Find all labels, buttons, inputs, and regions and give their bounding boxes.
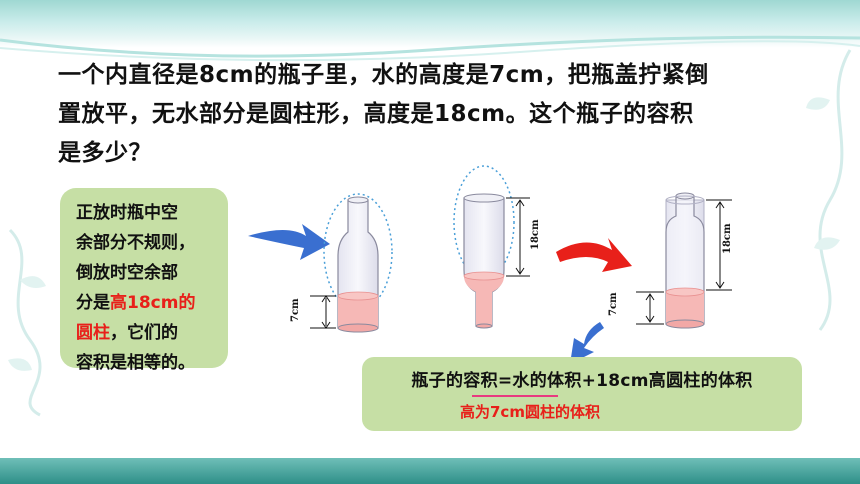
formula-sub: 高为7cm圆柱的体积 (460, 403, 600, 421)
note-line-4: 分是高18cm的 (76, 288, 222, 318)
blue-arrow-right (248, 224, 330, 260)
question-line-2: 置放平，无水部分是圆柱形，高度是18cm。这个瓶子的容积 (58, 101, 694, 127)
note-line-5: 圆柱，它们的 (76, 318, 222, 348)
note-line-3: 倒放时空余部 (76, 263, 178, 283)
bottle-upright (310, 193, 393, 333)
bottle1-water-height-label: 7cm (290, 298, 301, 322)
top-decorative-band (0, 0, 860, 48)
top-swoosh-decoration (0, 35, 860, 62)
bottle-inverted (453, 165, 530, 329)
note-line-2: 余部分不规则， (76, 233, 195, 253)
formula-main: 瓶子的容积=水的体积+18cm高圆柱的体积 (411, 371, 753, 391)
note-highlight-height: 高18cm的 (110, 293, 196, 313)
note-line-6: 容积是相等的。 (76, 353, 195, 373)
bottle-comparison (636, 192, 732, 329)
dotted-ellipse-bottle1 (323, 193, 393, 311)
formula-box: 瓶子的容积=水的体积+18cm高圆柱的体积 高为7cm圆柱的体积 (362, 357, 802, 431)
bottle1-water (338, 296, 378, 328)
right-floral-decoration (806, 49, 852, 331)
bottle3-water (666, 292, 704, 324)
note-line-4-prefix: 分是 (76, 293, 110, 313)
red-arrow-curved (556, 238, 632, 272)
bottom-decorative-band (0, 458, 860, 484)
bottle2-air-height-label: 18cm (530, 219, 541, 250)
bottle3-air-height-label: 18cm (722, 223, 733, 254)
left-floral-decoration (8, 228, 46, 417)
question-text: 一个内直径是8cm的瓶子里，水的高度是7cm，把瓶盖拧紧倒 置放平，无水部分是圆… (58, 56, 818, 173)
question-line-1: 一个内直径是8cm的瓶子里，水的高度是7cm，把瓶盖拧紧倒 (58, 62, 709, 88)
bottle2-water (464, 276, 504, 326)
blue-arrow-down (570, 322, 604, 364)
note-line-1: 正放时瓶中空 (76, 203, 178, 223)
question-line-3: 是多少？ (58, 140, 152, 166)
explanation-note-box: 正放时瓶中空 余部分不规则， 倒放时空余部 分是高18cm的 圆柱，它们的 容积… (60, 188, 228, 373)
bottle3-water-height-label: 7cm (608, 292, 619, 316)
formula-underline (472, 395, 558, 397)
note-highlight-cylinder: 圆柱 (76, 323, 110, 343)
note-line-5-suffix: ，它们的 (110, 323, 178, 343)
dotted-ellipse-bottle2 (453, 165, 515, 279)
